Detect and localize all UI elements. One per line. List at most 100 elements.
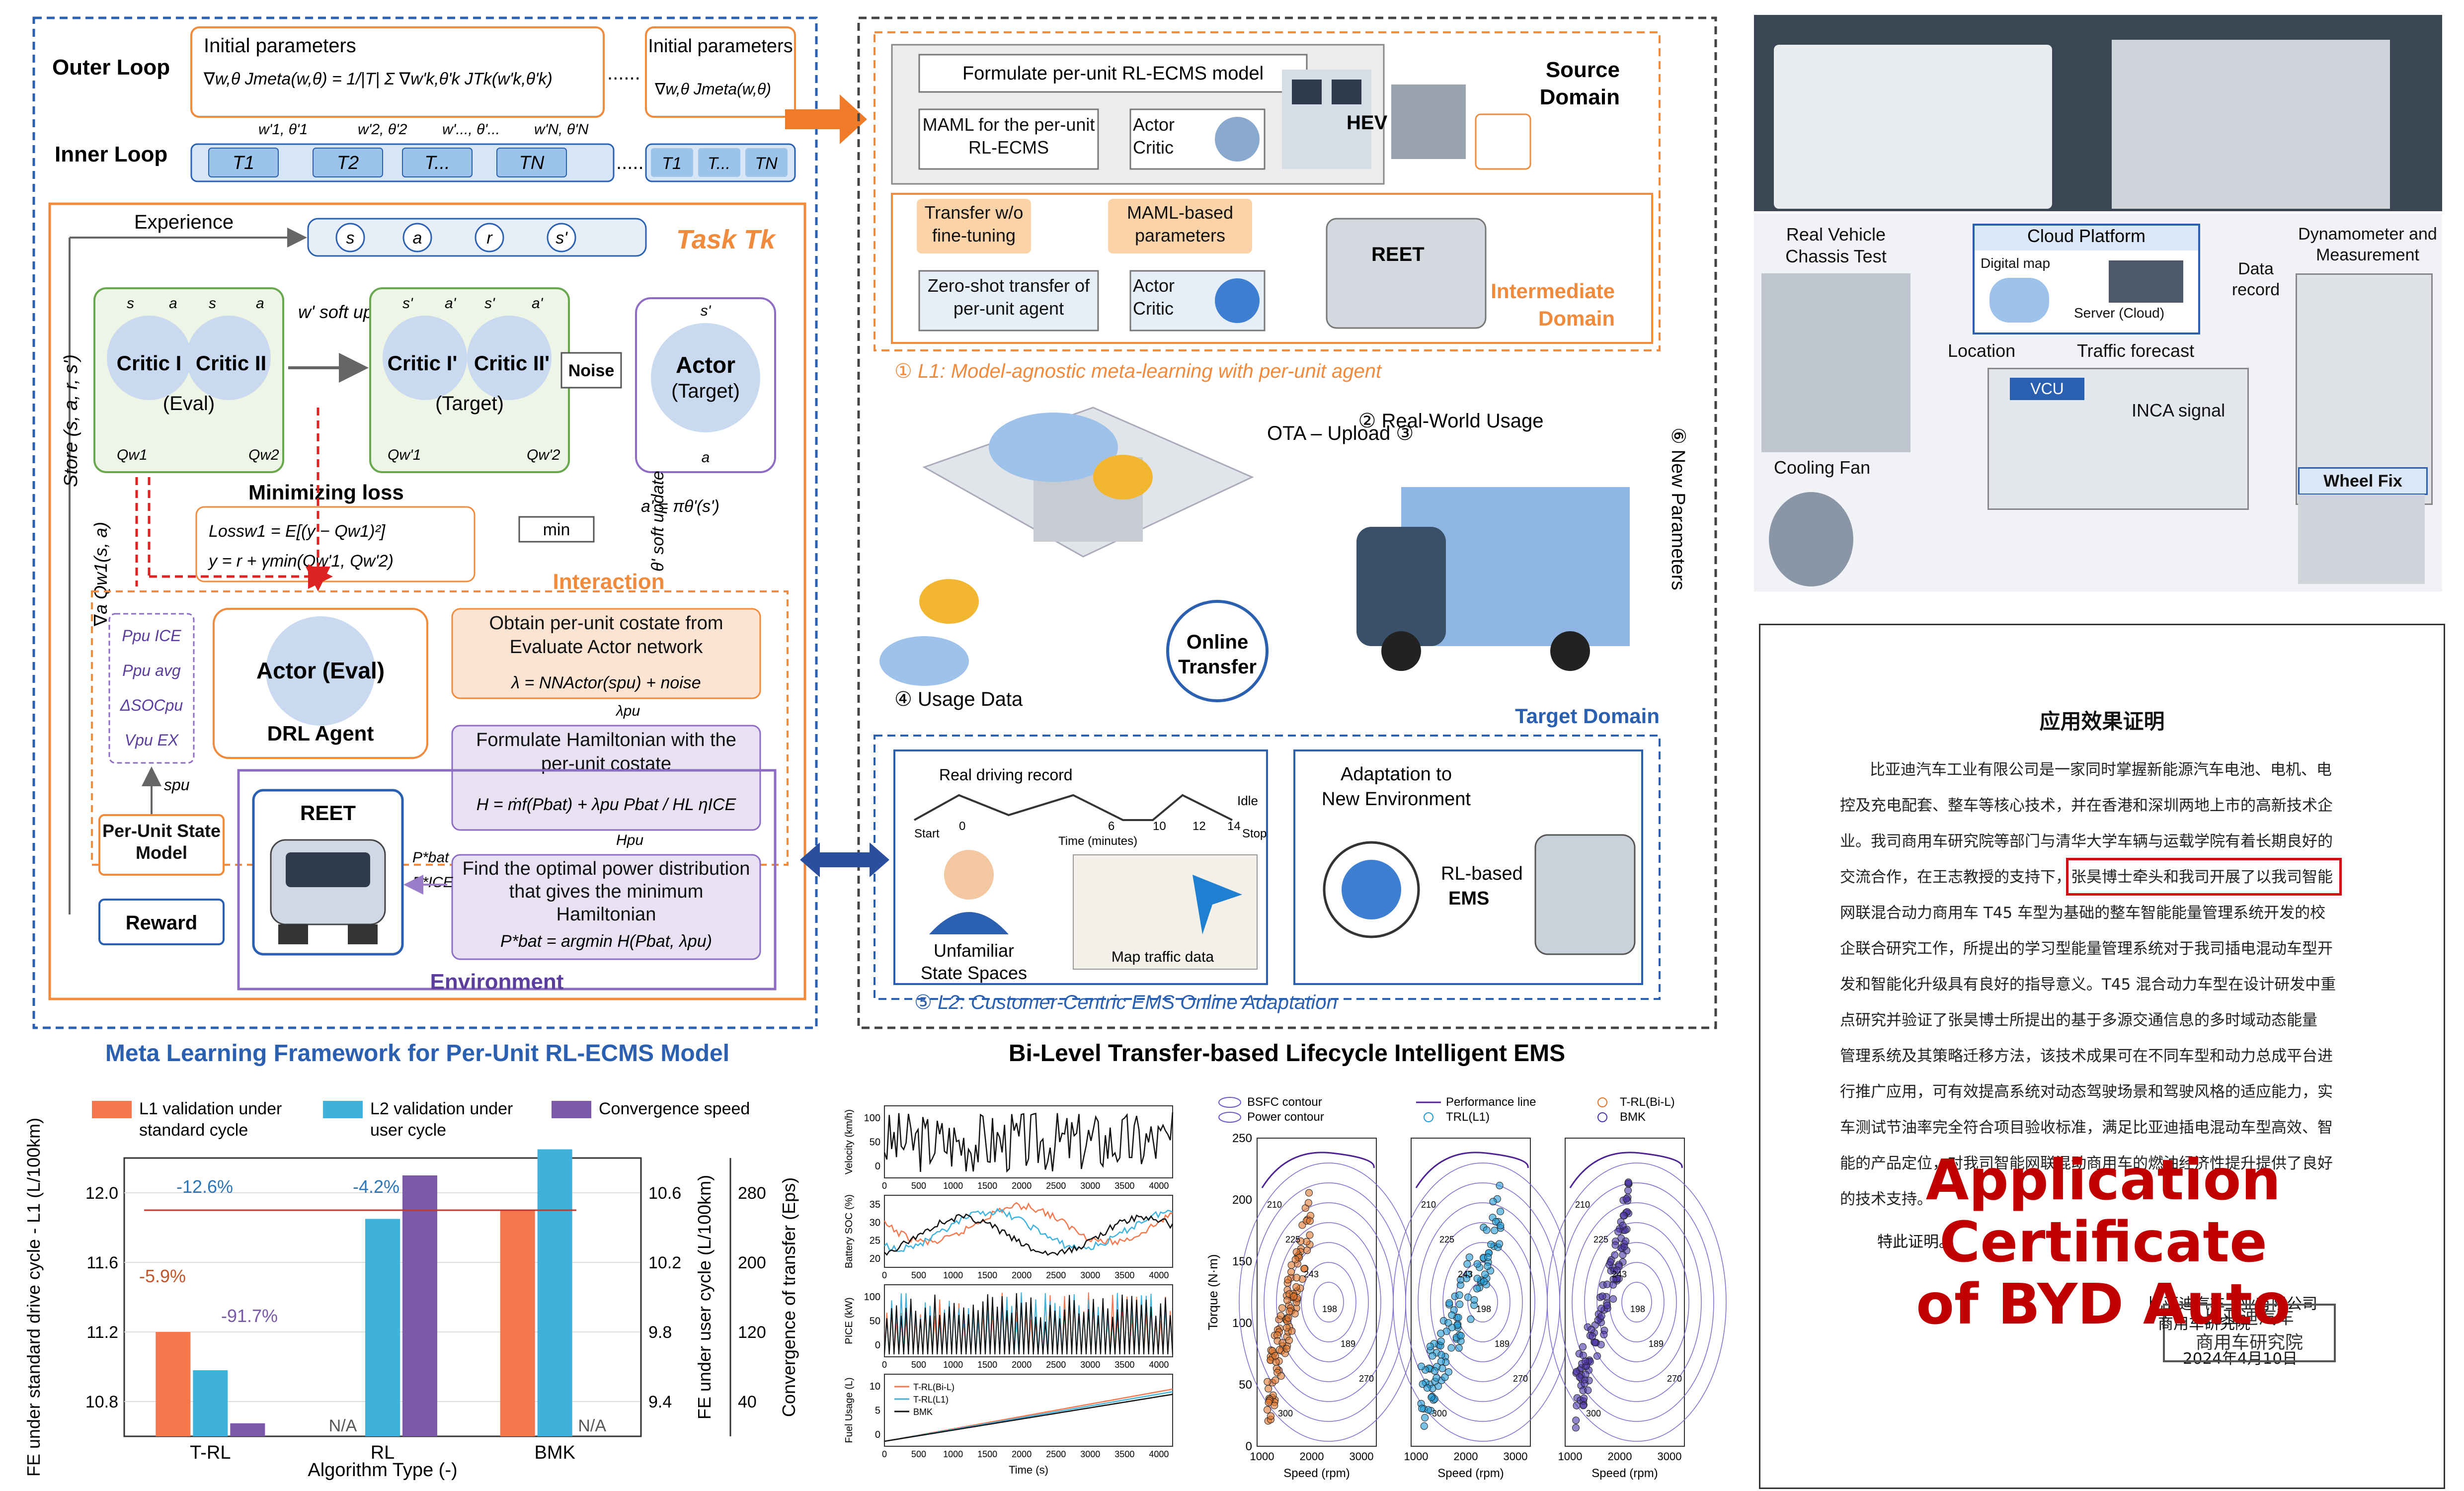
initial-params-label-2: Initial parameters (648, 36, 793, 57)
p-bat: P*bat (412, 849, 450, 866)
x-axis-label: Algorithm Type (-) (308, 1460, 457, 1481)
legend-marker (1597, 1112, 1607, 1122)
unfamiliar-line2: State Spaces (921, 963, 1027, 983)
bsfc-contour (1301, 1262, 1356, 1342)
x-tick: 3000 (1080, 1270, 1100, 1280)
x-tick: 3000 (1080, 1181, 1100, 1191)
task-2: T2 (337, 153, 359, 173)
x-tick: 1500 (977, 1360, 997, 1370)
panel-tick: 35 (870, 1199, 880, 1210)
operating-point (1496, 1181, 1504, 1189)
truck-photo-front (1774, 45, 2052, 209)
operating-point (1619, 1212, 1627, 1220)
x-tick: 500 (911, 1270, 926, 1280)
operating-point (1497, 1208, 1505, 1216)
operating-point (1470, 1296, 1478, 1304)
inner-param-2: w'2, θ'2 (358, 121, 407, 138)
operating-point (1467, 1315, 1475, 1323)
x-tick: 1000 (1250, 1450, 1274, 1463)
operating-point (1278, 1339, 1286, 1347)
operating-point (1624, 1178, 1632, 1186)
operating-point (1465, 1253, 1473, 1261)
sa-label: s (209, 295, 216, 312)
contour-label: 225 (1593, 1235, 1608, 1244)
interaction-frame (91, 590, 789, 866)
dynamometer-label: Dynamometer and Measurement (2298, 225, 2437, 264)
operating-point (1580, 1394, 1588, 1402)
p-ice: P*ICE (412, 874, 454, 891)
operating-point (1444, 1368, 1452, 1376)
operating-point (1593, 1352, 1601, 1360)
category-label: BMK (534, 1442, 575, 1463)
performance-line (1261, 1152, 1375, 1188)
annotation: -5.9% (139, 1266, 186, 1286)
operating-point (1481, 1270, 1489, 1278)
panel-tick: 0 (875, 1161, 880, 1172)
operating-point (1455, 1344, 1463, 1352)
right-axis-label: Convergence of transfer (Eps) (779, 1177, 799, 1417)
grad-label: ∇a Qw1(s, a) (90, 522, 111, 627)
operating-point (1284, 1314, 1292, 1322)
actor-target-net-icon (651, 323, 760, 432)
transfer-box (917, 199, 1031, 253)
certificate-institute: 商用车研究院 (2158, 1315, 2250, 1333)
operating-point (1572, 1416, 1580, 1424)
x-tick: 4000 (1149, 1360, 1169, 1370)
left-tick-label: 11.6 (86, 1253, 118, 1272)
x-tick: 500 (911, 1449, 926, 1459)
operating-point (1291, 1255, 1299, 1263)
x-tick: 3000 (1658, 1450, 1682, 1463)
l1-frame (874, 31, 1661, 351)
time-tick: 14 (1227, 820, 1241, 833)
vcu-label: VCU (2010, 378, 2084, 400)
zero-shot-box (918, 270, 1099, 331)
operating-point (1303, 1246, 1311, 1254)
panel-tick: 100 (864, 1292, 880, 1303)
x-tick: 3500 (1114, 1360, 1134, 1370)
legend-label-cont: standard cycle (139, 1121, 248, 1140)
operating-point (1275, 1346, 1283, 1354)
left-tick-label: 11.2 (86, 1323, 118, 1342)
x-tick: 3500 (1114, 1449, 1134, 1459)
legend-marker (1597, 1097, 1607, 1107)
critic-ii-prime: Critic II' (474, 351, 550, 375)
outer-param-box (190, 26, 605, 118)
mid-tick-label: 10.6 (648, 1184, 681, 1203)
min-box (518, 516, 595, 543)
operating-point (1283, 1345, 1291, 1353)
usage-data-label: ④ Usage Data (894, 688, 1023, 710)
annotation: -12.6% (176, 1176, 233, 1197)
task-label: Task Tk (676, 225, 777, 254)
bilevel-caption: Bi-Level Transfer-based Lifecycle Intell… (1009, 1040, 1565, 1067)
replay-s-prime: s' (556, 229, 568, 248)
operating-point (1463, 1260, 1471, 1268)
operating-point (1483, 1226, 1491, 1234)
y-tick: 0 (1246, 1440, 1252, 1453)
cooling-fan-icon (1769, 492, 1853, 586)
new-params-label: ⑥ New Parameters (1668, 427, 1688, 590)
replay-a: a (413, 229, 422, 248)
bar-T-RL-0 (156, 1332, 191, 1436)
certificate-closing: 特此证明。 (1877, 1233, 1954, 1251)
mid-tick-label: 9.4 (648, 1393, 672, 1411)
x-tick: 2000 (1300, 1450, 1324, 1463)
bsfc-contour (1584, 1222, 1689, 1382)
panel-tick: 5 (875, 1406, 880, 1416)
state-ice: Ppu ICE (122, 627, 181, 645)
certificate-line: 企联合研究工作，所提出的学习型能量管理系统对于我司插电混动车型开 (1840, 940, 2333, 958)
target-domain-label: Target Domain (1515, 704, 1660, 728)
legend-label: BMK (1620, 1110, 1646, 1124)
x-tick: 2000 (1012, 1270, 1032, 1280)
operating-point (1454, 1314, 1462, 1322)
x-tick: 4000 (1149, 1449, 1169, 1459)
y-tick: 100 (1232, 1317, 1252, 1330)
reet-label-2: REET (1371, 244, 1425, 265)
l2-label: ⑤ L2: Customer-Centric EMS Online Adapta… (914, 992, 1338, 1013)
operating-point (1444, 1319, 1452, 1327)
task-cell (496, 148, 567, 177)
task-1: T1 (233, 153, 254, 173)
bsfc-contour (1276, 1222, 1381, 1382)
x-tick: 3000 (1350, 1450, 1374, 1463)
adaptation-line2: New Environment (1322, 789, 1471, 810)
operating-point (1456, 1300, 1464, 1308)
